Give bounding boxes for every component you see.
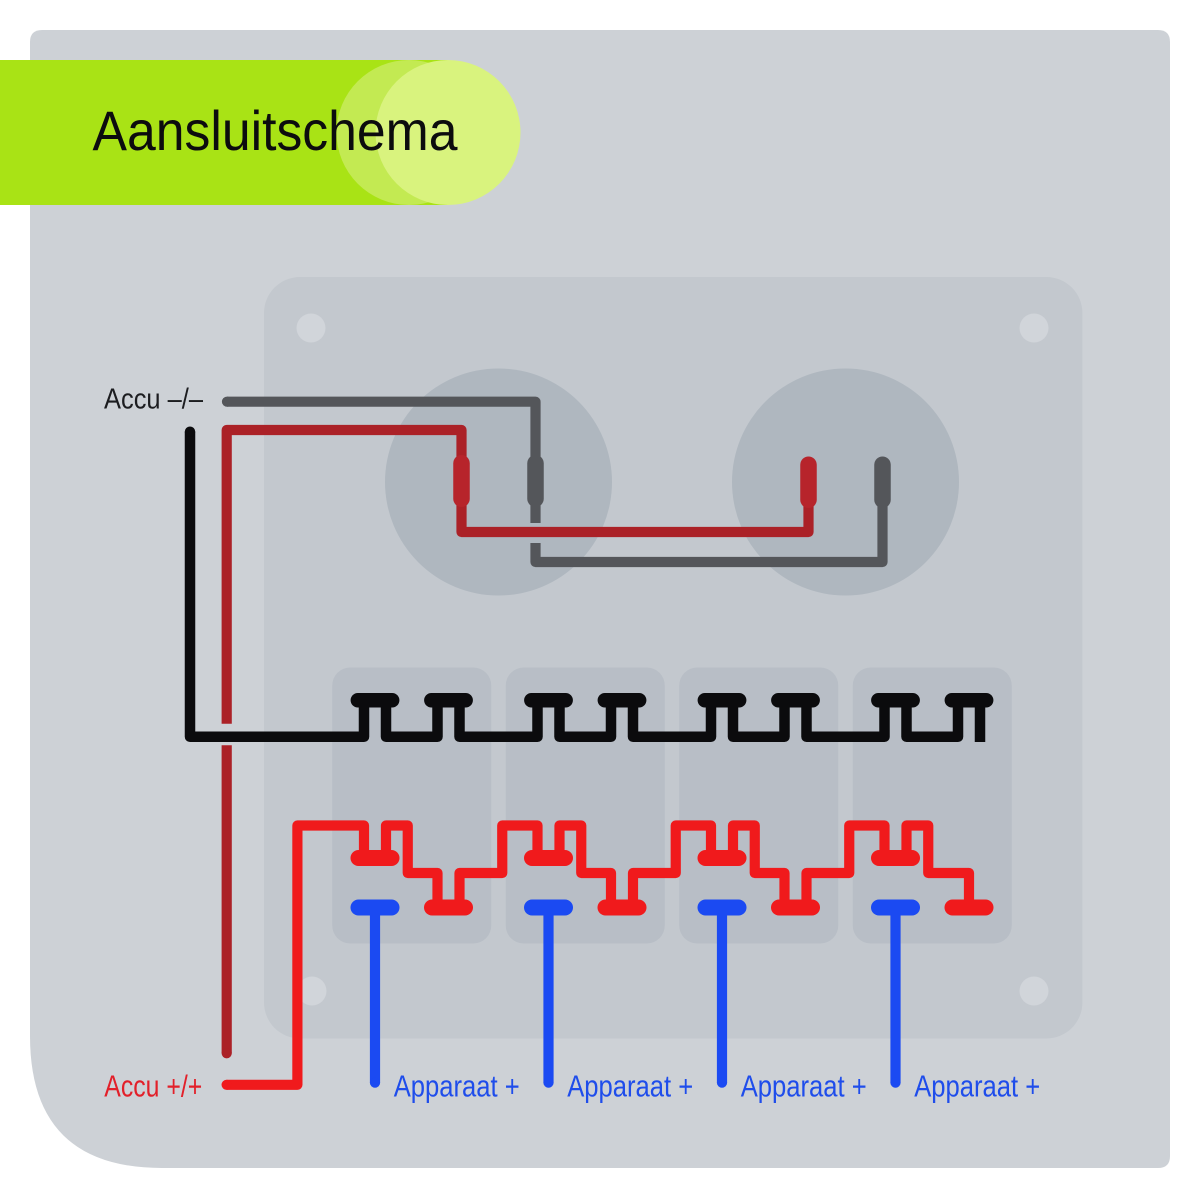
svg-text:Apparaat +: Apparaat + — [394, 1069, 520, 1104]
svg-text:Apparaat +: Apparaat + — [567, 1069, 693, 1104]
svg-text:Apparaat +: Apparaat + — [914, 1069, 1040, 1104]
svg-text:Apparaat +: Apparaat + — [741, 1069, 867, 1104]
svg-text:Accu –/–: Accu –/– — [104, 384, 204, 416]
svg-text:Aansluitschema: Aansluitschema — [93, 99, 459, 162]
svg-text:Accu +/+: Accu +/+ — [104, 1069, 202, 1104]
